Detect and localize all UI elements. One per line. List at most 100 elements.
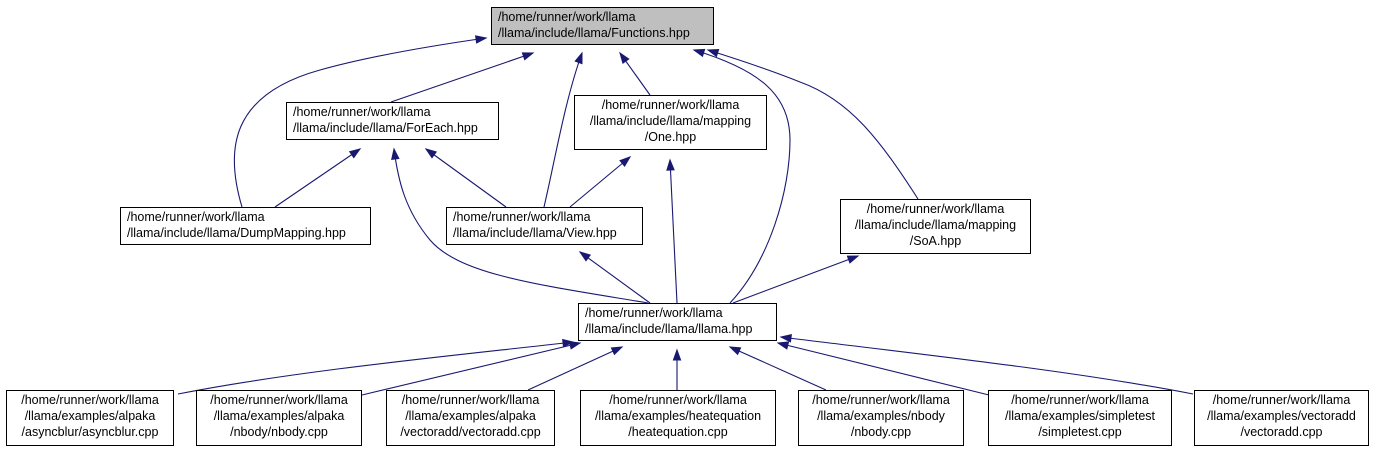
node-nbody-cpp[interactable]: /home/runner/work/llama /llama/examples/… bbox=[798, 390, 964, 446]
edge-line bbox=[543, 52, 583, 208]
node-one-hpp[interactable]: /home/runner/work/llama /llama/include/l… bbox=[574, 95, 767, 150]
edge-line bbox=[425, 148, 507, 208]
edge-line bbox=[527, 346, 623, 391]
arrowhead-icon bbox=[728, 346, 742, 356]
arrowhead-icon bbox=[666, 158, 675, 171]
arrowhead-icon bbox=[846, 255, 860, 264]
arrowhead-icon bbox=[776, 341, 790, 350]
node-asyncblur-line-3: /asyncblur/asyncblur.cpp bbox=[21, 425, 159, 439]
arrowhead-icon bbox=[779, 334, 792, 343]
arrowhead-icon bbox=[474, 35, 488, 44]
edge-alpaka_nbody-to-llama bbox=[361, 341, 582, 396]
node-view-hpp[interactable]: /home/runner/work/llama /llama/include/l… bbox=[446, 207, 643, 245]
edge-nbody-to-llama bbox=[728, 346, 827, 391]
edge-soa-to-functions bbox=[706, 49, 919, 200]
edge-dumpmapping-to-functions bbox=[233, 35, 488, 208]
arrowhead-icon bbox=[619, 156, 632, 168]
node-heatequation-line-3: /heatequation.cpp bbox=[628, 425, 728, 439]
edge-line bbox=[274, 148, 361, 208]
node-dumpmapping-line-1: /home/runner/work/llama bbox=[127, 210, 265, 224]
node-alpaka-vectoradd-line-2: /llama/examples/alpaka bbox=[405, 409, 536, 423]
node-simpletest-line-1: /home/runner/work/llama bbox=[1011, 393, 1149, 407]
edge-llama-to-functions bbox=[692, 48, 791, 304]
node-one-line-2: /llama/include/llama/mapping bbox=[589, 114, 752, 128]
edge-llama-to-soa bbox=[732, 255, 860, 304]
edge-line bbox=[393, 148, 649, 304]
node-dumpmapping-line-2: /llama/include/llama/DumpMapping.hpp bbox=[127, 226, 346, 240]
edge-view-to-functions bbox=[543, 51, 583, 208]
node-dumpmapping-hpp[interactable]: /home/runner/work/llama /llama/include/l… bbox=[120, 207, 371, 245]
edge-llama-to-view bbox=[578, 251, 651, 304]
arrowhead-icon bbox=[568, 341, 582, 350]
node-foreach-line-1: /home/runner/work/llama bbox=[293, 105, 431, 119]
node-alpaka-asyncblur-cpp[interactable]: /home/runner/work/llama /llama/examples/… bbox=[6, 390, 174, 446]
edge-dumpmapping-to-foreach bbox=[274, 148, 362, 208]
node-functions-line-2: /llama/include/llama/Functions.hpp bbox=[498, 26, 690, 40]
node-vectoradd-line-2: /llama/examples/vectoradd bbox=[1207, 409, 1356, 423]
node-soa-line-2: /llama/include/llama/mapping bbox=[854, 218, 1017, 232]
node-soa-hpp[interactable]: /home/runner/work/llama /llama/include/l… bbox=[840, 199, 1031, 254]
node-functions-line-1: /home/runner/work/llama bbox=[498, 10, 636, 24]
edge-line bbox=[693, 49, 791, 304]
node-alpaka-nbody-cpp[interactable]: /home/runner/work/llama /llama/examples/… bbox=[196, 390, 362, 446]
node-llama-hpp[interactable]: /home/runner/work/llama /llama/include/l… bbox=[578, 303, 777, 341]
node-heatequation-line-1: /home/runner/work/llama bbox=[609, 393, 747, 407]
arrowhead-icon bbox=[521, 52, 535, 61]
edge-llama-to-foreach bbox=[391, 147, 649, 304]
node-nbody-line-2: /llama/examples/nbody bbox=[817, 409, 945, 423]
node-heatequation-cpp[interactable]: /home/runner/work/llama /llama/examples/… bbox=[580, 390, 776, 446]
arrowhead-icon bbox=[672, 348, 682, 361]
node-foreach-line-2: /llama/include/llama/ForEach.hpp bbox=[293, 121, 478, 135]
edge-vectoradd-to-llama bbox=[779, 334, 1194, 395]
node-nbody-line-3: /nbody.cpp bbox=[850, 425, 912, 439]
node-one-line-3: /One.hpp bbox=[644, 130, 697, 144]
edge-one-to-functions bbox=[619, 51, 651, 96]
edge-line bbox=[177, 341, 574, 395]
edge-line bbox=[579, 251, 651, 304]
edge-line bbox=[233, 37, 487, 208]
node-view-line-2: /llama/include/llama/View.hpp bbox=[453, 226, 617, 240]
node-alpaka-nbody-line-2: /llama/examples/alpaka bbox=[213, 409, 345, 423]
arrowhead-icon bbox=[574, 51, 583, 65]
arrowhead-icon bbox=[562, 338, 575, 348]
edge-line bbox=[732, 255, 859, 304]
edge-view-to-one bbox=[569, 156, 632, 208]
node-alpaka-nbody-line-3: /nbody/nbody.cpp bbox=[230, 425, 328, 439]
edge-line bbox=[361, 342, 581, 396]
node-vectoradd-cpp[interactable]: /home/runner/work/llama /llama/examples/… bbox=[1194, 390, 1369, 446]
arrowhead-icon bbox=[706, 49, 720, 58]
edge-line bbox=[777, 342, 990, 396]
node-simpletest-cpp[interactable]: /home/runner/work/llama /llama/examples/… bbox=[988, 390, 1172, 446]
node-alpaka-vectoradd-cpp[interactable]: /home/runner/work/llama /llama/examples/… bbox=[386, 390, 555, 446]
edge-asyncblur-to-llama bbox=[177, 338, 575, 395]
arrowhead-icon bbox=[424, 148, 438, 159]
node-asyncblur-line-2: /llama/examples/alpaka bbox=[24, 409, 156, 423]
node-simpletest-line-2: /llama/examples/simpletest bbox=[1004, 409, 1156, 423]
node-soa-line-1: /home/runner/work/llama bbox=[866, 202, 1005, 216]
edge-line bbox=[569, 156, 631, 208]
arrowhead-icon bbox=[692, 48, 706, 58]
node-heatequation-line-2: /llama/examples/heatequation bbox=[594, 409, 762, 423]
node-alpaka-vectoradd-line-1: /home/runner/work/llama bbox=[401, 393, 540, 407]
edge-line bbox=[390, 52, 534, 103]
node-vectoradd-line-1: /home/runner/work/llama bbox=[1212, 393, 1351, 407]
arrowhead-icon bbox=[348, 148, 362, 159]
arrowhead-icon bbox=[391, 147, 400, 160]
node-alpaka-vectoradd-line-3: /vectoradd/vectoradd.cpp bbox=[400, 425, 541, 439]
edge-foreach-to-functions bbox=[390, 52, 535, 103]
edge-alpaka_vectoradd-to-llama bbox=[527, 346, 624, 391]
arrowhead-icon bbox=[610, 346, 624, 356]
node-llama-line-1: /home/runner/work/llama bbox=[585, 306, 723, 320]
edge-line bbox=[669, 159, 678, 304]
node-asyncblur-line-1: /home/runner/work/llama bbox=[21, 393, 159, 407]
node-functions-hpp: /home/runner/work/llama /llama/include/l… bbox=[491, 7, 714, 45]
edge-llama-to-one bbox=[666, 158, 678, 304]
node-soa-line-3: /SoA.hpp bbox=[909, 234, 962, 248]
node-view-line-1: /home/runner/work/llama bbox=[453, 210, 591, 224]
node-foreach-hpp[interactable]: /home/runner/work/llama /llama/include/l… bbox=[286, 102, 499, 140]
node-nbody-line-1: /home/runner/work/llama bbox=[812, 393, 950, 407]
node-llama-line-2: /llama/include/llama/llama.hpp bbox=[585, 322, 753, 336]
edge-line bbox=[780, 336, 1194, 395]
edge-heatequation-to-llama bbox=[672, 348, 682, 390]
